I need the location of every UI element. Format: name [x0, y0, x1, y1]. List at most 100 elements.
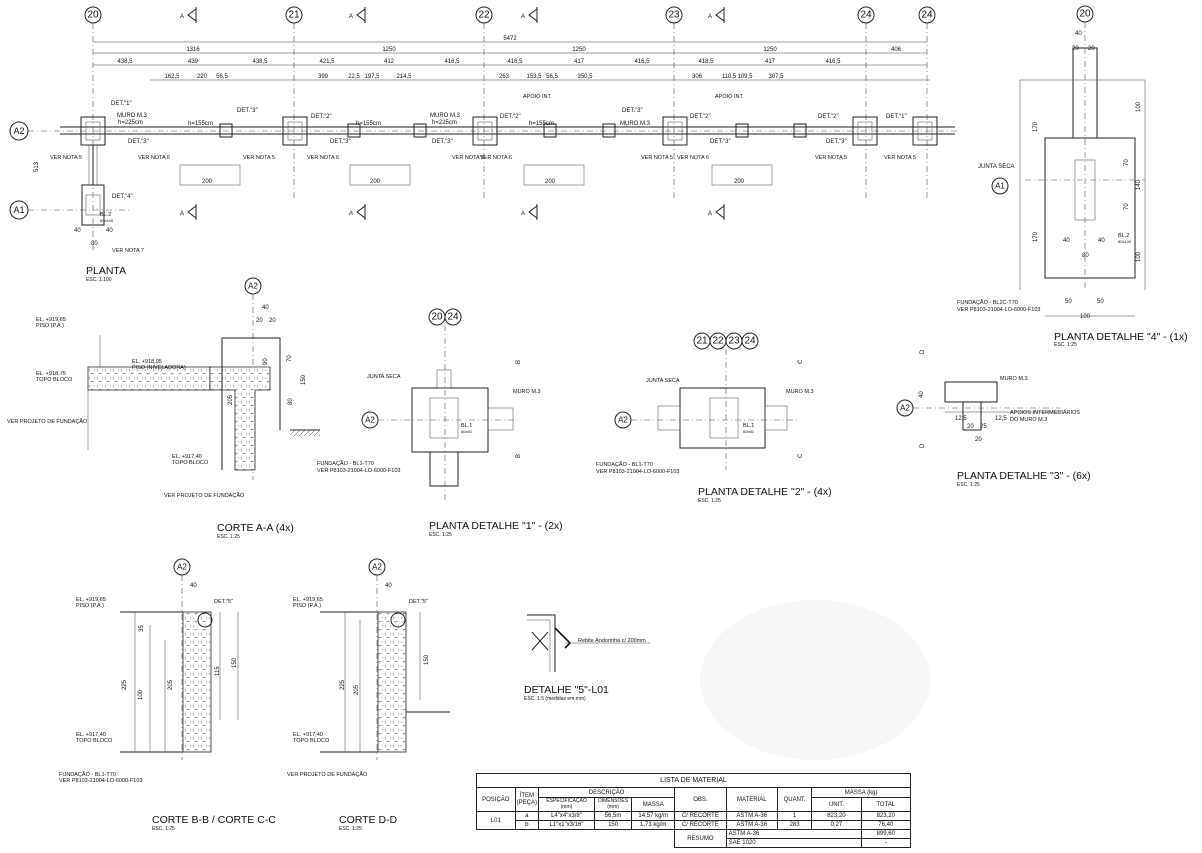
header-especificacao: ESPECIFICAÇÃO (mm)	[538, 797, 595, 812]
svg-text:70: 70	[1124, 203, 1130, 210]
svg-text:PLANTA: PLANTA	[86, 265, 126, 277]
svg-text:VER NOTA 5: VER NOTA 5	[452, 155, 484, 161]
svg-text:DET."3": DET."3"	[826, 139, 847, 145]
cell-quant: 1	[776, 811, 813, 821]
section-mark-a-bottom: A A A A	[180, 204, 725, 220]
svg-text:50: 50	[1065, 299, 1072, 305]
svg-text:A: A	[521, 211, 525, 217]
svg-text:h=155cm: h=155cm	[529, 121, 554, 127]
svg-text:A2: A2	[372, 563, 382, 572]
svg-text:B: B	[516, 360, 522, 364]
cell-total: 823,20	[860, 811, 911, 821]
svg-text:399: 399	[318, 74, 329, 80]
svg-text:22,5: 22,5	[348, 74, 360, 80]
svg-text:A: A	[521, 14, 525, 20]
svg-text:438,5: 438,5	[117, 59, 133, 65]
svg-text:40: 40	[262, 305, 269, 311]
svg-text:70: 70	[1124, 159, 1130, 166]
grid-bubble-24b: 24	[918, 6, 936, 24]
svg-text:70: 70	[287, 355, 293, 362]
svg-text:40: 40	[190, 583, 197, 589]
svg-text:DET."3": DET."3"	[128, 139, 149, 145]
resumo-material: ASTM A-36	[725, 829, 862, 839]
cell-massa: 1,73 kg/m	[631, 820, 676, 830]
svg-text:VER P8103-21004-LO-6000-F103: VER P8103-21004-LO-6000-F103	[317, 468, 400, 474]
svg-text:VER NOTA 6: VER NOTA 6	[307, 155, 339, 161]
svg-text:A1: A1	[13, 205, 24, 215]
svg-text:JUNTA SECA: JUNTA SECA	[978, 164, 1015, 170]
svg-text:417: 417	[574, 59, 585, 65]
header-dimensoes-unit: (mm)	[607, 803, 619, 810]
svg-text:170: 170	[1033, 121, 1039, 132]
svg-text:DET."1": DET."1"	[111, 101, 132, 107]
svg-text:BL.1: BL.1	[461, 423, 472, 429]
cell-unit: 823,20	[811, 811, 862, 821]
svg-text:A2: A2	[900, 404, 910, 413]
svg-text:h=225cm: h=225cm	[118, 120, 143, 126]
svg-text:170: 170	[1033, 231, 1039, 242]
section-bb: A2 DET."5" EL. +919,65 PISO (P.A.) EL. +…	[59, 558, 276, 832]
svg-text:40: 40	[1075, 31, 1082, 37]
cell-material: ASTM A-36	[725, 820, 778, 830]
svg-text:205: 205	[228, 394, 234, 405]
svg-text:EL. +918,75: EL. +918,75	[36, 371, 66, 377]
detail-4-plan: 20 A1 JUNTA SECA BL.2 80x140 FUNDAÇÃO - …	[957, 5, 1188, 348]
svg-text:TOPO BLOCO: TOPO BLOCO	[293, 738, 330, 744]
planta-title: PLANTA ESC. 1:100	[86, 265, 126, 283]
cell-unit: 0,27	[811, 820, 862, 830]
svg-text:DET."5": DET."5"	[214, 599, 233, 605]
svg-text:80x140: 80x140	[100, 218, 114, 223]
header-especificacao-label: ESPECIFICAÇÃO	[546, 798, 587, 804]
svg-text:21: 21	[288, 10, 300, 21]
cell-quant: 283	[776, 820, 813, 830]
summary-row: SAE 1020 -	[477, 838, 911, 848]
svg-text:1250: 1250	[763, 47, 777, 53]
cell-item: b	[514, 820, 540, 830]
svg-text:200: 200	[202, 179, 213, 185]
cell-espec: L1"x1"x3/16"	[538, 820, 595, 830]
row-bubble-a1: A1	[9, 200, 29, 220]
svg-text:A2: A2	[248, 282, 258, 291]
svg-text:ESC. 1:25: ESC. 1:25	[152, 826, 175, 832]
svg-text:50: 50	[1097, 299, 1104, 305]
svg-text:CORTE B-B / CORTE C-C: CORTE B-B / CORTE C-C	[152, 814, 276, 826]
svg-text:DET."3": DET."3"	[432, 139, 453, 145]
svg-text:ESC. 1:25: ESC. 1:25	[1054, 342, 1077, 348]
svg-text:20: 20	[1079, 9, 1091, 20]
section-aa: A2 EL. +919,65 PISO (P.A.) EL. +918,75 T…	[7, 277, 320, 540]
svg-text:150: 150	[301, 374, 307, 385]
svg-text:TOPO BLOCO: TOPO BLOCO	[36, 377, 73, 383]
cell-material: ASTM A-36	[725, 811, 778, 821]
svg-text:22: 22	[478, 10, 490, 21]
svg-text:220: 220	[197, 74, 208, 80]
cell-total: 76,40	[860, 820, 911, 830]
svg-text:TOPO BLOCO: TOPO BLOCO	[172, 460, 209, 466]
svg-text:ESC. 1:25: ESC. 1:25	[217, 534, 240, 540]
svg-text:214,5: 214,5	[396, 74, 412, 80]
svg-text:24: 24	[860, 10, 872, 21]
grid-bubble-22: 22	[475, 6, 493, 24]
svg-text:APOIOS INTERMEDIÁRIOS: APOIOS INTERMEDIÁRIOS	[1010, 409, 1080, 416]
svg-text:40: 40	[1098, 238, 1105, 244]
svg-text:EL. +917,40: EL. +917,40	[293, 732, 323, 738]
detail-1-plan: 20 24 A2 JUNTA SECA MURO M.3 BL.1 60x60 …	[317, 308, 563, 538]
svg-text:PISO (P.A.): PISO (P.A.)	[293, 603, 321, 609]
svg-text:20: 20	[431, 312, 443, 323]
svg-text:JUNTA SECA: JUNTA SECA	[367, 374, 401, 380]
grid-bubble-23: 23	[665, 6, 683, 24]
svg-text:VER NOTA 5: VER NOTA 5	[50, 155, 82, 161]
svg-text:21: 21	[696, 336, 708, 347]
svg-text:200: 200	[545, 179, 556, 185]
header-posicao: POSIÇÃO	[476, 787, 516, 812]
svg-text:416,5: 416,5	[634, 59, 650, 65]
svg-text:PLANTA DETALHE "2" - (4x): PLANTA DETALHE "2" - (4x)	[698, 486, 832, 498]
material-list: LISTA DE MATERIAL POSIÇÃO ÍTEM (PEÇA) DE…	[476, 773, 911, 848]
grid-bubble-24a: 24	[857, 6, 875, 24]
svg-text:306: 306	[692, 74, 703, 80]
header-massa-kg: MASSA (kg)	[811, 787, 911, 798]
header-peca-label: (PEÇA)	[516, 799, 538, 806]
svg-text:20: 20	[256, 318, 263, 324]
svg-text:56,5: 56,5	[546, 74, 558, 80]
detail-3-plan: A2 MURO M.3 APOIOS INTERMEDIÁRIOS DO MUR…	[896, 349, 1091, 488]
svg-text:40: 40	[1063, 238, 1070, 244]
